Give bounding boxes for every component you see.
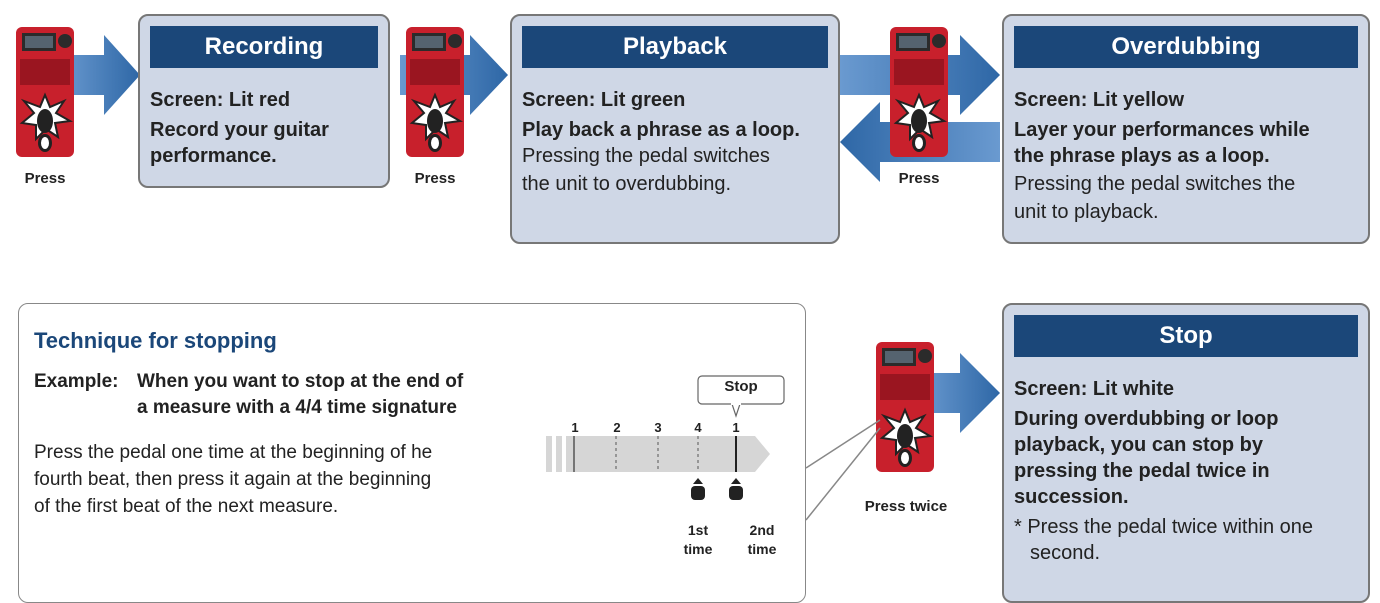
stop-note: second. <box>1030 542 1101 564</box>
stop-box: Stop Screen: Lit white During overdubbin… <box>1002 303 1370 603</box>
recording-title: Recording <box>150 26 378 68</box>
press-first-label: 1st <box>687 522 709 538</box>
overdubbing-desc: the phrase plays as a loop. <box>1014 145 1270 167</box>
beat-label: 1 <box>732 420 740 435</box>
technique-body: fourth beat, then press it again at the … <box>34 469 432 490</box>
playback-desc: Play back a phrase as a loop. <box>522 119 800 141</box>
stop-desc: playback, you can stop by <box>1014 434 1263 456</box>
overdubbing-note: unit to playback. <box>1014 201 1159 223</box>
playback-screen: Screen: Lit green <box>522 89 686 111</box>
beat-label: 3 <box>654 420 662 435</box>
beat-label: 1 <box>571 420 579 435</box>
beat-label: 4 <box>694 420 702 435</box>
press-second-label: 2nd <box>749 522 775 538</box>
stop-desc: succession. <box>1014 486 1129 508</box>
example-label: Example: <box>34 371 119 392</box>
stop-title: Stop <box>1014 315 1358 357</box>
pedal-icon <box>890 27 948 157</box>
arrow-to-recording <box>60 35 140 115</box>
stop-note: * Press the pedal twice within one <box>1014 516 1314 538</box>
press-twice-label: Press twice <box>864 498 948 515</box>
playback-note: the unit to overdubbing. <box>522 173 732 195</box>
playback-title: Playback <box>522 26 828 68</box>
technique-body: Press the pedal one time at the beginnin… <box>34 442 433 463</box>
overdubbing-title: Overdubbing <box>1014 26 1358 68</box>
press-first-label: time <box>683 541 713 557</box>
stop-screen: Screen: Lit white <box>1014 378 1175 400</box>
recording-desc: performance. <box>150 145 277 167</box>
pedal-icon <box>406 27 464 157</box>
press-label: Press <box>898 170 940 187</box>
stop-desc: During overdubbing or loop <box>1014 408 1279 430</box>
arrow-to-stop <box>920 353 1000 433</box>
recording-screen: Screen: Lit red <box>150 89 291 111</box>
playback-box: Playback Screen: Lit green Play back a p… <box>510 14 840 244</box>
overdubbing-desc: Layer your performances while <box>1014 119 1310 141</box>
stop-callout-label: Stop <box>724 378 758 395</box>
press-label: Press <box>414 170 456 187</box>
overdubbing-screen: Screen: Lit yellow <box>1014 89 1185 111</box>
measure-timeline <box>546 375 785 500</box>
example-text: When you want to stop at the end of <box>137 371 464 392</box>
playback-note: Pressing the pedal switches <box>522 145 770 167</box>
example-text: a measure with a 4/4 time signature <box>137 397 457 418</box>
stop-desc: pressing the pedal twice in <box>1014 460 1270 482</box>
pedal-icon <box>876 342 934 472</box>
overdubbing-box: Overdubbing Screen: Lit yellow Layer you… <box>1002 14 1370 244</box>
technique-body: of the first beat of the next measure. <box>34 496 339 517</box>
recording-box: Recording Screen: Lit red Record your gu… <box>138 14 390 188</box>
press-second-label: time <box>747 541 777 557</box>
technique-title: Technique for stopping <box>34 328 277 353</box>
pedal-icon <box>16 27 74 157</box>
recording-desc: Record your guitar <box>150 119 329 141</box>
overdubbing-note: Pressing the pedal switches the <box>1014 173 1296 195</box>
beat-label: 2 <box>613 420 621 435</box>
press-label: Press <box>24 170 66 187</box>
